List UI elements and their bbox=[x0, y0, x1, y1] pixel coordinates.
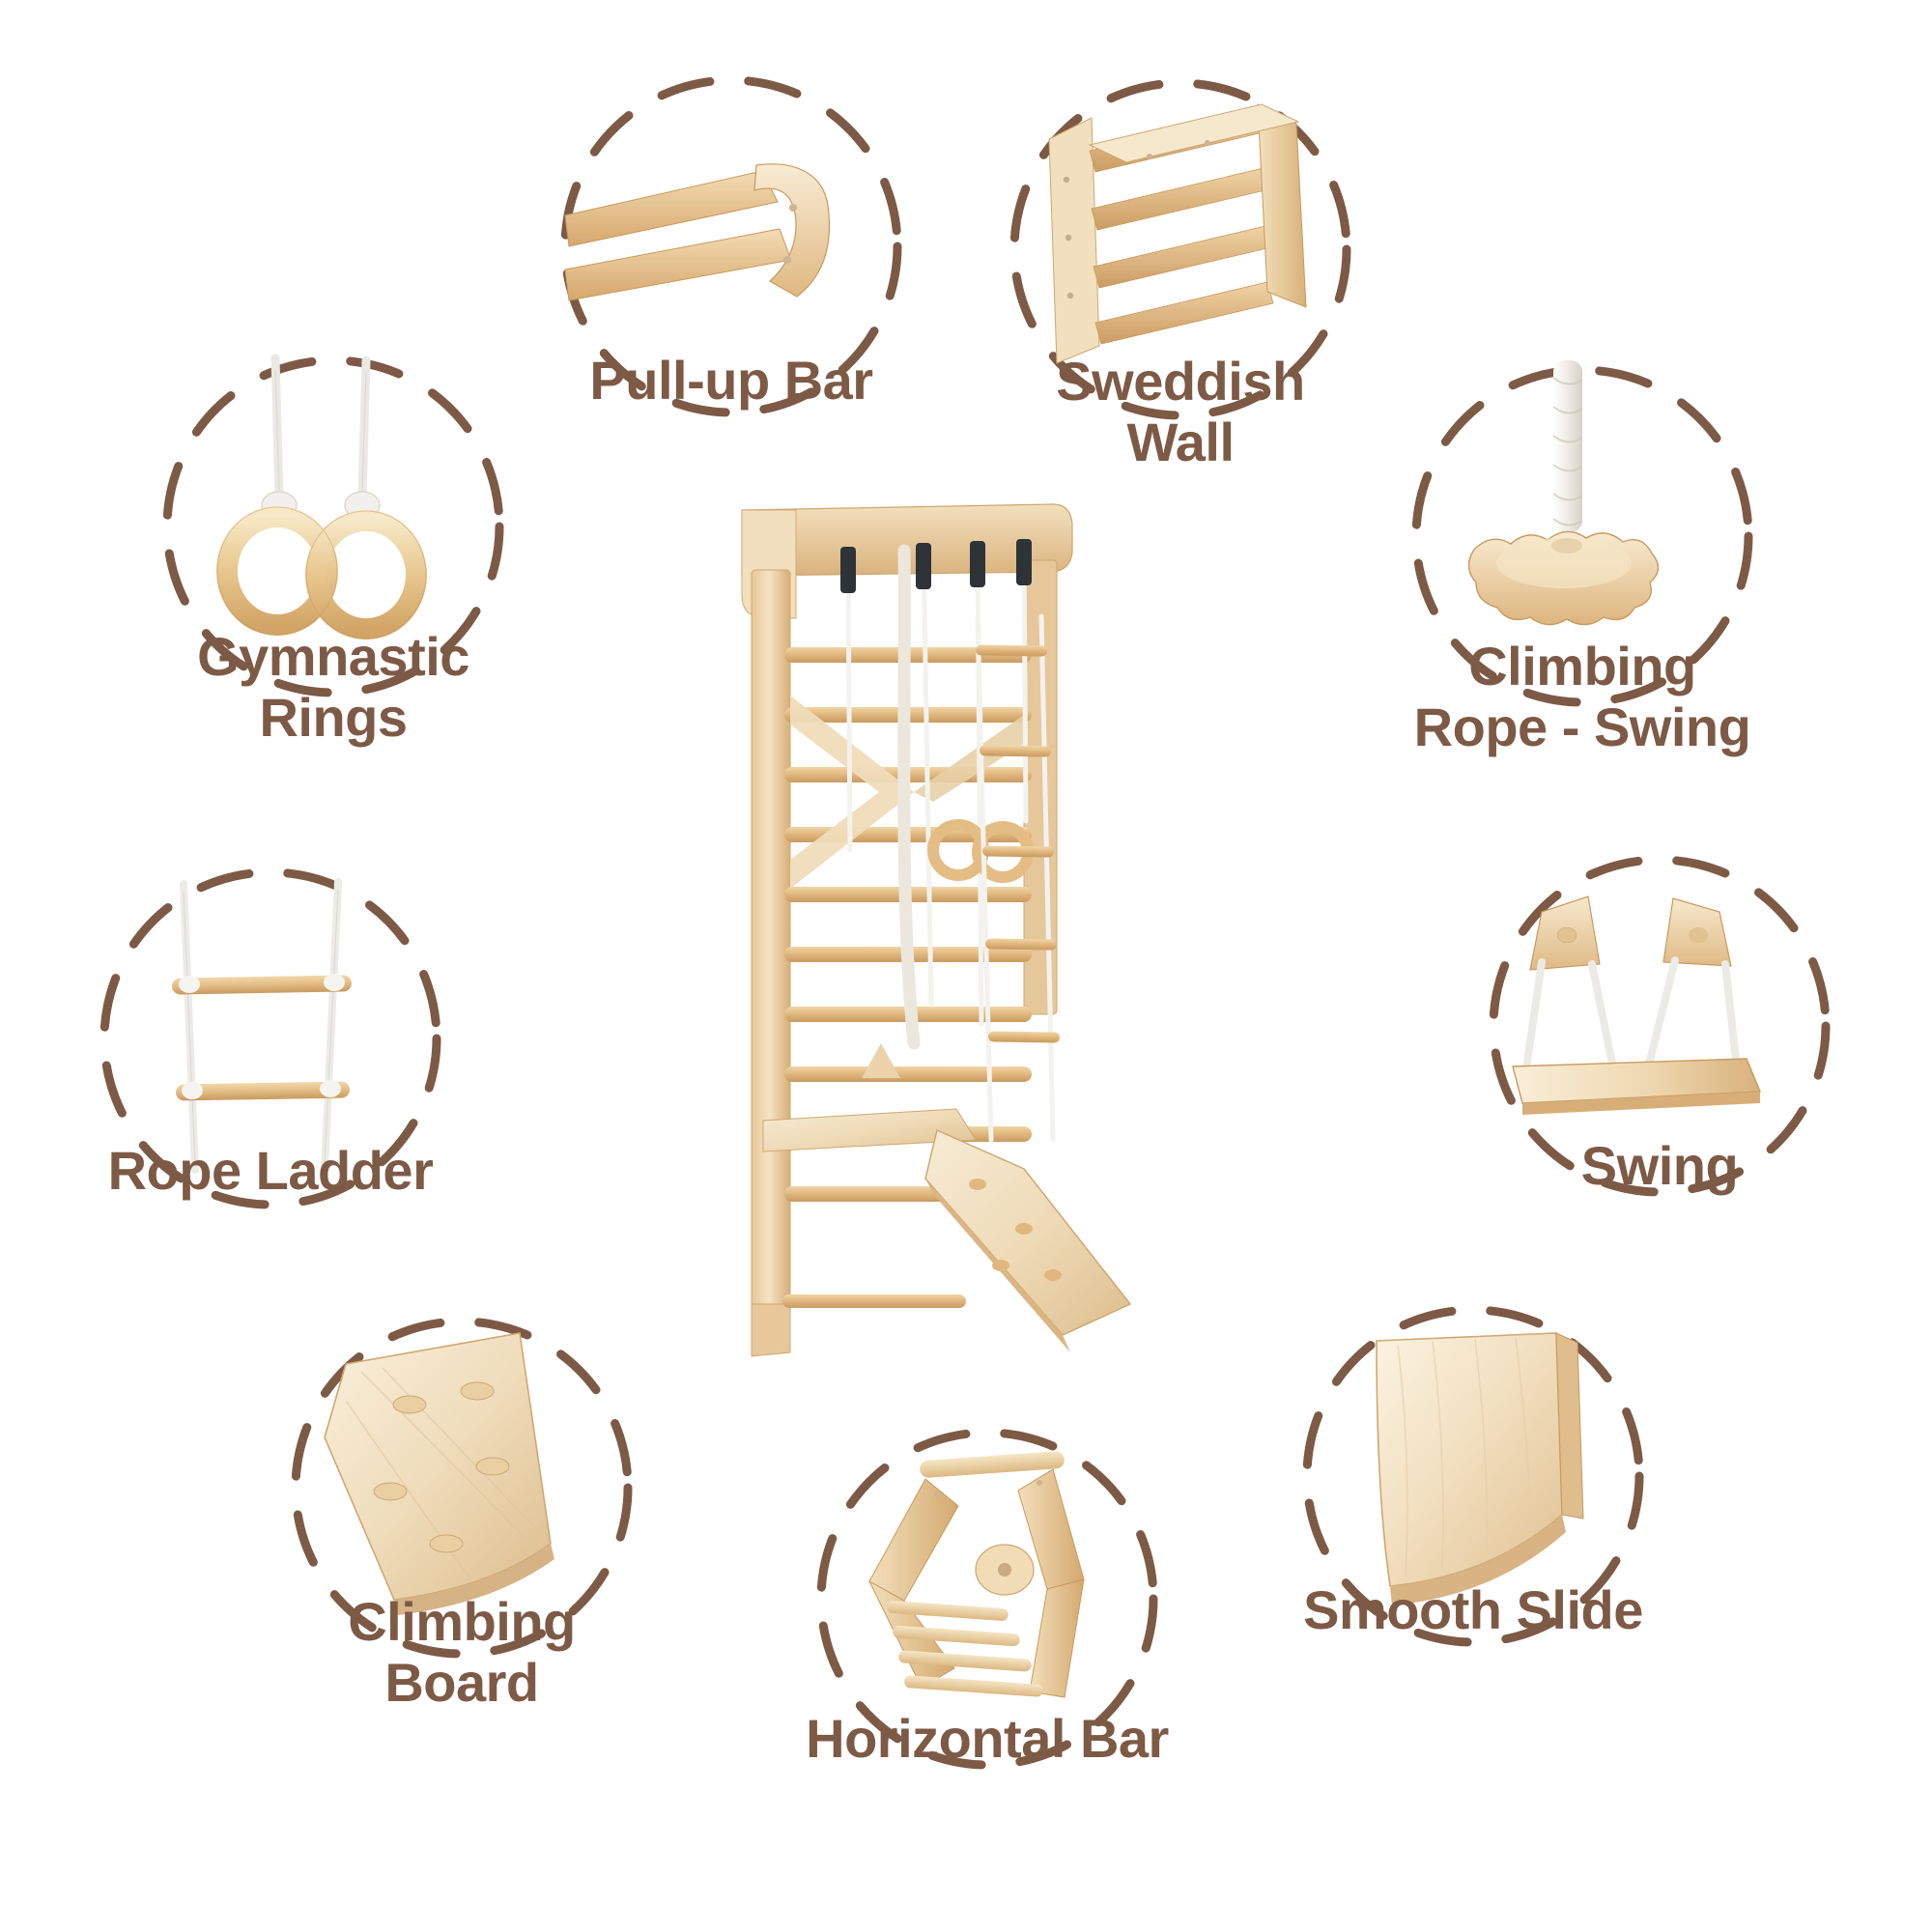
dashed-circle bbox=[291, 1317, 633, 1659]
feature-horizontal-bar[interactable]: Horizontal Bar bbox=[806, 1423, 1169, 1775]
feature-label: Gymnastic Rings bbox=[197, 626, 469, 748]
feature-sweddish-wall[interactable]: Sweddish Wall bbox=[1005, 73, 1356, 472]
feature-label: Horizontal Bar bbox=[806, 1708, 1169, 1769]
feature-label: Swing bbox=[1580, 1135, 1739, 1196]
hero-product-image bbox=[734, 502, 1198, 1410]
feature-label: Rope Ladder bbox=[107, 1140, 434, 1201]
feature-pull-up-bar[interactable]: Pull-up Bar bbox=[555, 71, 907, 422]
smooth-slide-icon bbox=[1376, 1332, 1584, 1605]
rope-ladder-icon bbox=[172, 878, 352, 1174]
dashed-circle bbox=[162, 355, 504, 697]
feature-climbing-board[interactable]: Climbing Board bbox=[286, 1312, 638, 1713]
feature-rope-ladder[interactable]: Rope Ladder bbox=[95, 863, 446, 1214]
feature-gymnastic-rings[interactable]: Gymnastic Rings bbox=[157, 351, 509, 748]
dashed-circle bbox=[560, 75, 902, 417]
dashed-circle bbox=[816, 1428, 1158, 1770]
pull-up-bar-icon bbox=[564, 163, 831, 301]
feature-label: Sweddish Wall bbox=[1056, 351, 1305, 472]
feature-label: Climbing Board bbox=[348, 1591, 576, 1713]
climbing-board-icon bbox=[324, 1332, 554, 1615]
feature-climbing-rope-swing[interactable]: Climbing Rope - Swing bbox=[1406, 360, 1758, 757]
climbing-rope-swing-icon bbox=[1467, 360, 1660, 626]
dashed-circle bbox=[1489, 855, 1831, 1197]
feature-label: Smooth Slide bbox=[1303, 1579, 1643, 1640]
dashed-circle bbox=[1009, 78, 1351, 420]
dashed-circle bbox=[1411, 365, 1753, 707]
sweddish-wall-icon bbox=[1048, 103, 1307, 364]
swing-icon bbox=[1512, 895, 1762, 1115]
feature-smooth-slide[interactable]: Smooth Slide bbox=[1297, 1300, 1649, 1652]
dashed-circle bbox=[1302, 1305, 1644, 1647]
hero-product-svg bbox=[741, 503, 1132, 1357]
feature-swing[interactable]: Swing bbox=[1484, 850, 1835, 1202]
dashed-circle bbox=[99, 867, 441, 1209]
feature-label: Pull-up Bar bbox=[589, 350, 873, 411]
feature-label: Climbing Rope - Swing bbox=[1413, 636, 1751, 757]
horizontal-bar-icon bbox=[867, 1451, 1085, 1698]
gymnastic-rings-icon bbox=[216, 354, 427, 639]
